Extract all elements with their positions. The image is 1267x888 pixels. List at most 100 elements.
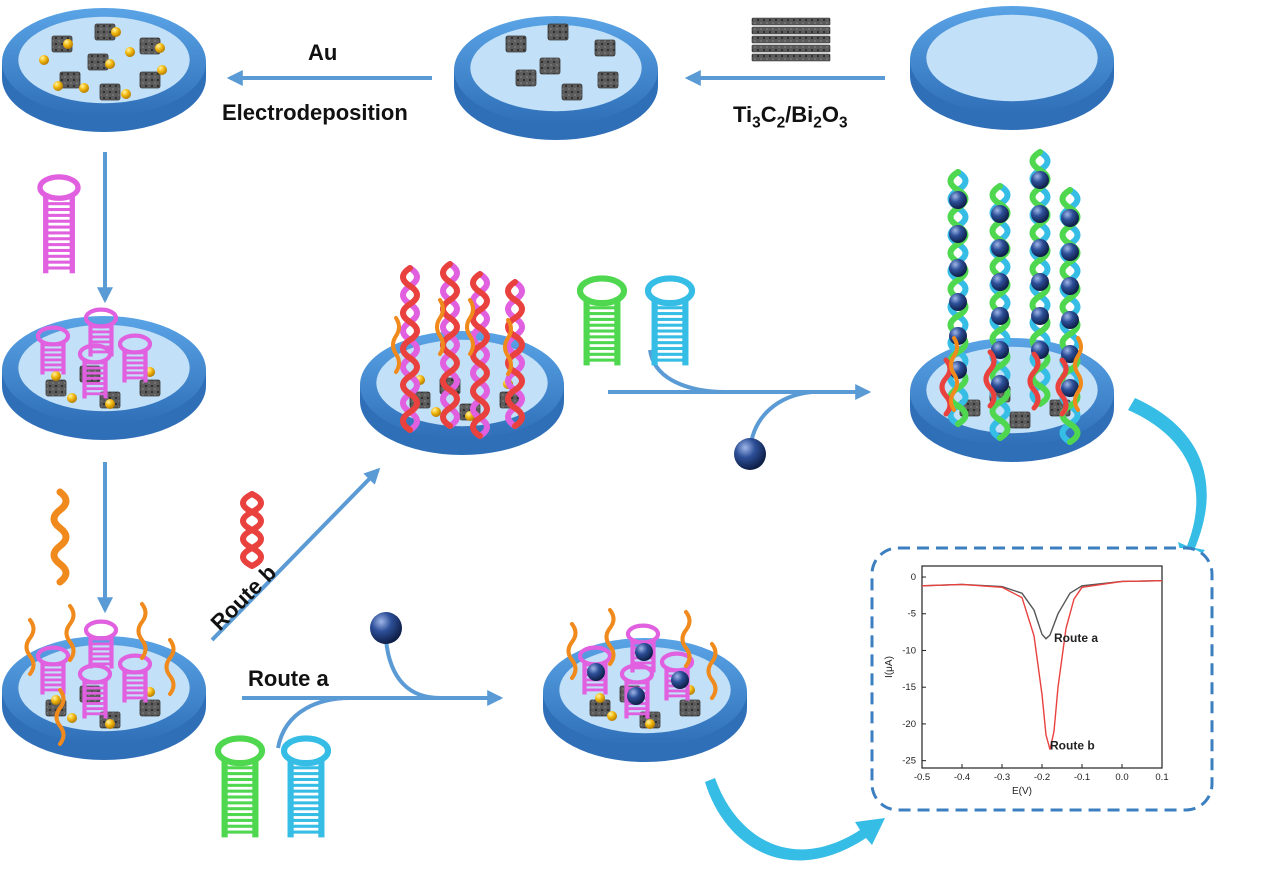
hairpin-rung: [291, 760, 321, 764]
hairpin-rung: [225, 795, 255, 799]
hairpin-stem-right: [103, 358, 108, 399]
hairpin-stem-left: [287, 757, 294, 838]
hairpin-rung: [43, 353, 63, 357]
target-strand: [24, 618, 36, 676]
methylene-bead: [949, 191, 967, 209]
ti3c2-nanosheet: [561, 83, 583, 101]
nanosheet-body: [679, 699, 701, 717]
hairpin-stem-left: [624, 678, 629, 719]
hairpin-rung: [125, 681, 145, 685]
hairpin-rung: [91, 330, 111, 334]
helix-strand-a: [440, 261, 460, 429]
methylene-bead: [671, 671, 689, 689]
hairpin-rung: [46, 202, 72, 206]
hairpin-rung: [667, 689, 687, 693]
au-nanoparticle: [105, 719, 115, 729]
nanosheet-body: [594, 39, 616, 57]
hairpin-rung: [125, 361, 145, 365]
hairpin-stem-right: [61, 660, 66, 695]
hairpin-stem-left: [583, 297, 590, 366]
hairpin-rung: [125, 696, 145, 700]
hairpin-stem-right: [318, 757, 325, 838]
material-label-sub3: 2: [813, 114, 822, 132]
hairpin-rung: [587, 312, 617, 316]
hairpin-rung: [46, 243, 72, 247]
hairpin-rung: [43, 358, 63, 362]
au-nanoparticle: [121, 89, 131, 99]
target-strand: [983, 349, 997, 409]
target-dna-reagent: [50, 488, 70, 586]
hairpin-rung: [291, 813, 321, 817]
ti3c2-nanosheet: [99, 83, 121, 101]
hairpin-stem-right: [143, 668, 148, 703]
hairpin-probe-reagent: [37, 174, 81, 274]
electrode-bare: [910, 6, 1114, 130]
ti3c2-nanosheet: [594, 39, 616, 57]
y-tick-label: -25: [902, 756, 916, 767]
hairpin-stem-right: [252, 757, 259, 838]
process-arrows: [97, 70, 885, 706]
hairpin-rung: [225, 818, 255, 822]
au-nanoparticle: [125, 47, 135, 57]
hairpin-rung: [125, 676, 145, 680]
hairpin-stem-right: [682, 297, 689, 366]
nanosheet-body: [87, 53, 109, 71]
y-tick-label: -20: [902, 719, 916, 730]
ti3c2-nanosheet: [139, 699, 161, 717]
methylene-bead: [991, 239, 1009, 257]
hairpin-rung: [655, 306, 685, 310]
au-nanoparticle: [645, 719, 655, 729]
methylene-bead: [949, 293, 967, 311]
hairpin-rung: [655, 317, 685, 321]
au-nanoparticle: [53, 81, 63, 91]
methylene-bead: [1031, 307, 1049, 325]
nanosheet-body: [59, 71, 81, 89]
x-tick-label: -0.4: [954, 772, 970, 783]
hairpin-rung: [587, 335, 617, 339]
hairpin-stem-left: [40, 660, 45, 695]
hairpin-stem-left: [40, 340, 45, 375]
hairpin-rung: [91, 637, 111, 641]
series-line: [921, 580, 1163, 750]
nanosheet-body: [139, 379, 161, 397]
hairpin-rung: [91, 325, 111, 329]
x-tick-label: -0.5: [914, 772, 930, 783]
dna-duplex: [505, 279, 525, 429]
hairpin-stem-right: [69, 193, 75, 274]
methylene-bead: [1061, 379, 1079, 397]
hairpin-stem-right: [61, 340, 66, 375]
target-strand: [1055, 357, 1069, 417]
hairpin-probe: [35, 645, 71, 695]
hairpin-rung: [655, 329, 685, 333]
methylene-bead: [1061, 243, 1079, 261]
hairpin-stem-left: [630, 638, 635, 673]
hairpin-rung: [85, 382, 105, 385]
hairpin-rung: [85, 707, 105, 711]
hairpin-rung: [125, 671, 145, 675]
hairpin-rung: [91, 335, 111, 339]
hairpin-rung: [655, 346, 685, 351]
au-nanoparticle: [51, 371, 61, 381]
material-label-bi: /Bi: [785, 102, 814, 127]
hairpin-rung: [627, 707, 647, 711]
hairpin-stem-left: [43, 193, 49, 274]
hairpin-rung: [225, 760, 255, 764]
nanosheet-body: [139, 71, 161, 89]
hairpin-rung: [291, 783, 321, 787]
methylene-bead: [991, 375, 1009, 393]
hairpin-stem-left: [82, 358, 87, 399]
hairpin-rung: [46, 219, 72, 223]
hairpin-stem-left: [122, 668, 127, 703]
hairpin-rung: [85, 681, 105, 685]
hairpin-rung: [85, 366, 105, 370]
methylene-bead: [1031, 273, 1049, 291]
target-red-reagent: [240, 491, 264, 569]
hairpin-rung: [633, 641, 653, 645]
hairpin-rung: [125, 691, 145, 695]
hairpin-rung: [43, 368, 63, 372]
target-strand: [54, 688, 66, 746]
hairpin-stem-right: [143, 348, 148, 383]
hairpin-rung: [85, 712, 105, 716]
